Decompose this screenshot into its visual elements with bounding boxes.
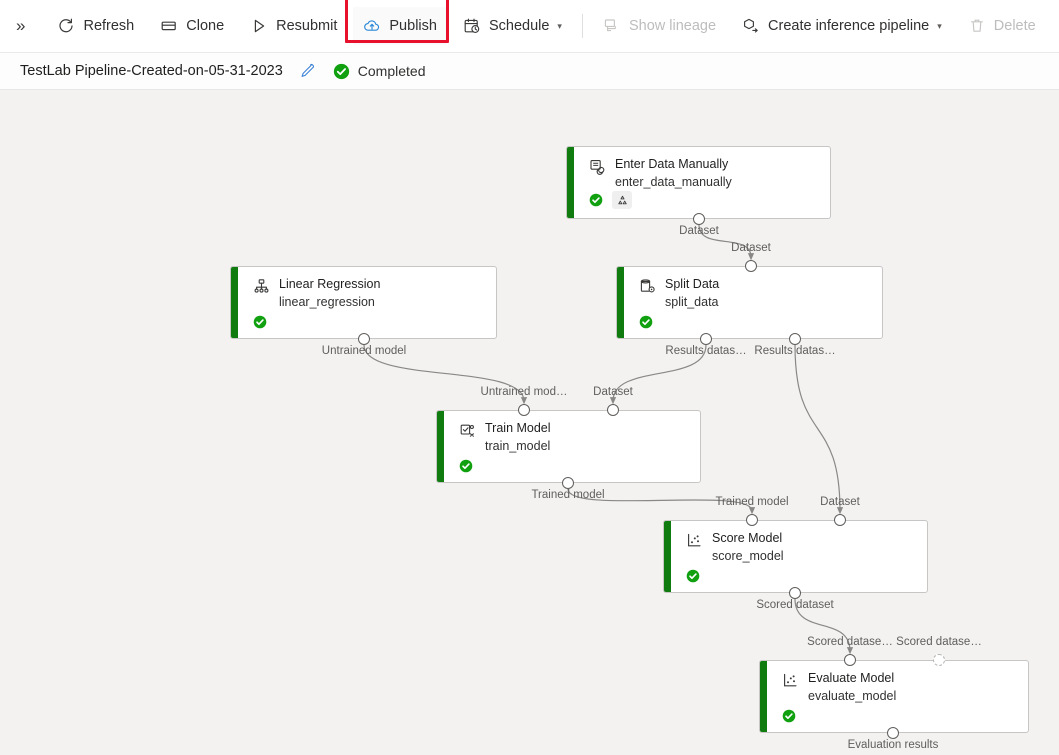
lineage-icon xyxy=(603,17,621,35)
node-status-accent-bar xyxy=(760,661,767,732)
node-status-accent-bar xyxy=(437,411,444,482)
toolbar-button-label: Clone xyxy=(186,18,225,34)
toolbar-divider xyxy=(581,14,583,38)
check-circle-icon xyxy=(686,569,700,583)
node-port-in-untrained-model[interactable] xyxy=(518,404,530,416)
pipeline-edge[interactable] xyxy=(794,598,854,655)
pipeline-edge[interactable] xyxy=(363,344,528,405)
toolbar-button-refresh[interactable]: Refresh xyxy=(47,7,144,45)
node-status-accent-bar xyxy=(617,267,624,338)
pipeline-node-train_model[interactable]: Train Model train_model xyxy=(436,410,701,483)
toolbar-button-publish[interactable]: Publish xyxy=(353,7,447,45)
node-subtitle: train_model xyxy=(485,439,551,453)
pencil-icon[interactable] xyxy=(299,63,315,79)
check-circle-icon xyxy=(639,315,653,329)
pipeline-edge[interactable] xyxy=(794,344,844,515)
trash-icon xyxy=(968,17,986,35)
refresh-icon xyxy=(57,17,75,35)
node-port-in-dataset[interactable] xyxy=(745,260,757,272)
clone-icon xyxy=(160,17,178,35)
chevron-down-icon[interactable]: ▾ xyxy=(557,20,562,31)
node-title: Linear Regression xyxy=(279,277,381,291)
toolbar: » Refresh Clone Resubmit Publish Schedule ▾ Sh… xyxy=(0,0,1059,53)
toolbar-button-label: Publish xyxy=(389,18,437,34)
algorithm-icon xyxy=(253,278,270,295)
toolbar-button-clone[interactable]: Clone xyxy=(150,7,234,45)
node-port-out-evaluation-results[interactable] xyxy=(887,727,899,739)
page-title: TestLab Pipeline-Created-on-05-31-2023 xyxy=(20,63,283,79)
toolbar-button-label: Refresh xyxy=(83,18,135,34)
toolbar-button-label: Create inference pipeline xyxy=(768,18,930,34)
node-port-out-dataset[interactable] xyxy=(693,213,705,225)
edge-layer xyxy=(363,224,854,655)
score-model-icon xyxy=(686,532,703,549)
node-title: Enter Data Manually xyxy=(615,157,729,171)
node-port-in-trained-model[interactable] xyxy=(746,514,758,526)
toolbar-button-label: Show lineage xyxy=(628,18,717,34)
pipeline-node-split_data[interactable]: Split Data split_data xyxy=(616,266,883,339)
check-circle-icon xyxy=(333,63,350,80)
pipeline-edge[interactable] xyxy=(698,224,755,261)
split-data-icon xyxy=(639,278,656,295)
toolbar-button-delete: Delete xyxy=(958,7,1046,45)
node-port-in-scored-1[interactable] xyxy=(844,654,856,666)
node-subtitle: linear_regression xyxy=(279,295,375,309)
status-text: Completed xyxy=(357,63,426,79)
node-port-out-untrained-model[interactable] xyxy=(358,333,370,345)
pipeline-node-evaluate_model[interactable]: Evaluate Model evaluate_model xyxy=(759,660,1029,733)
toolbar-button-schedule[interactable]: Schedule ▾ xyxy=(453,7,572,45)
node-port-out-results-2[interactable] xyxy=(789,333,801,345)
play-icon xyxy=(250,17,268,35)
node-port-in-dataset[interactable] xyxy=(834,514,846,526)
pipeline-node-score_model[interactable]: Score Model score_model xyxy=(663,520,928,593)
toolbar-button-show-lineage: Show lineage xyxy=(593,7,726,45)
check-circle-icon xyxy=(459,459,473,473)
chevron-down-icon[interactable]: ▾ xyxy=(937,20,942,31)
node-subtitle: score_model xyxy=(712,549,784,563)
evaluate-model-icon xyxy=(782,672,799,689)
node-port-out-scored-dataset[interactable] xyxy=(789,587,801,599)
node-status-accent-bar xyxy=(231,267,238,338)
cloud-upload-icon xyxy=(363,17,381,35)
train-model-icon xyxy=(459,422,476,439)
check-circle-icon xyxy=(253,315,267,329)
toolbar-button-resubmit[interactable]: Resubmit xyxy=(240,7,347,45)
enter-data-icon xyxy=(589,158,606,175)
check-circle-icon xyxy=(782,709,796,723)
node-title: Score Model xyxy=(712,531,783,545)
pipeline-edge[interactable] xyxy=(609,344,707,405)
pipeline-header: TestLab Pipeline-Created-on-05-31-2023 C… xyxy=(0,53,1059,90)
node-port-in-dataset[interactable] xyxy=(607,404,619,416)
pipeline-node-enter_data_manually[interactable]: Enter Data Manually enter_data_manually xyxy=(566,146,831,219)
calendar-clock-icon xyxy=(463,17,481,35)
reuse-icon[interactable] xyxy=(612,191,632,209)
pipeline-node-linear_regression[interactable]: Linear Regression linear_regression xyxy=(230,266,497,339)
node-port-out-trained-model[interactable] xyxy=(562,477,574,489)
check-circle-icon xyxy=(589,193,603,207)
pipeline-edge[interactable] xyxy=(567,488,756,515)
node-title: Evaluate Model xyxy=(808,671,895,685)
toolbar-button-create-inference-pipeline[interactable]: Create inference pipeline ▾ xyxy=(732,7,952,45)
toolbar-button-label: Delete xyxy=(993,18,1036,34)
toolbar-button-label: Resubmit xyxy=(276,18,338,34)
node-port-out-results-1[interactable] xyxy=(700,333,712,345)
node-status-accent-bar xyxy=(664,521,671,592)
node-title: Train Model xyxy=(485,421,551,435)
node-subtitle: evaluate_model xyxy=(808,689,897,703)
status-badge: Completed xyxy=(333,63,426,80)
node-title: Split Data xyxy=(665,277,720,291)
toolbar-button-label: Schedule xyxy=(488,18,550,34)
chevron-double-right-icon[interactable]: » xyxy=(16,16,26,35)
node-status-accent-bar xyxy=(567,147,574,218)
node-port-in-scored-2[interactable] xyxy=(933,654,945,666)
inference-pipeline-icon xyxy=(742,17,760,35)
node-subtitle: split_data xyxy=(665,295,719,309)
node-subtitle: enter_data_manually xyxy=(615,175,732,189)
